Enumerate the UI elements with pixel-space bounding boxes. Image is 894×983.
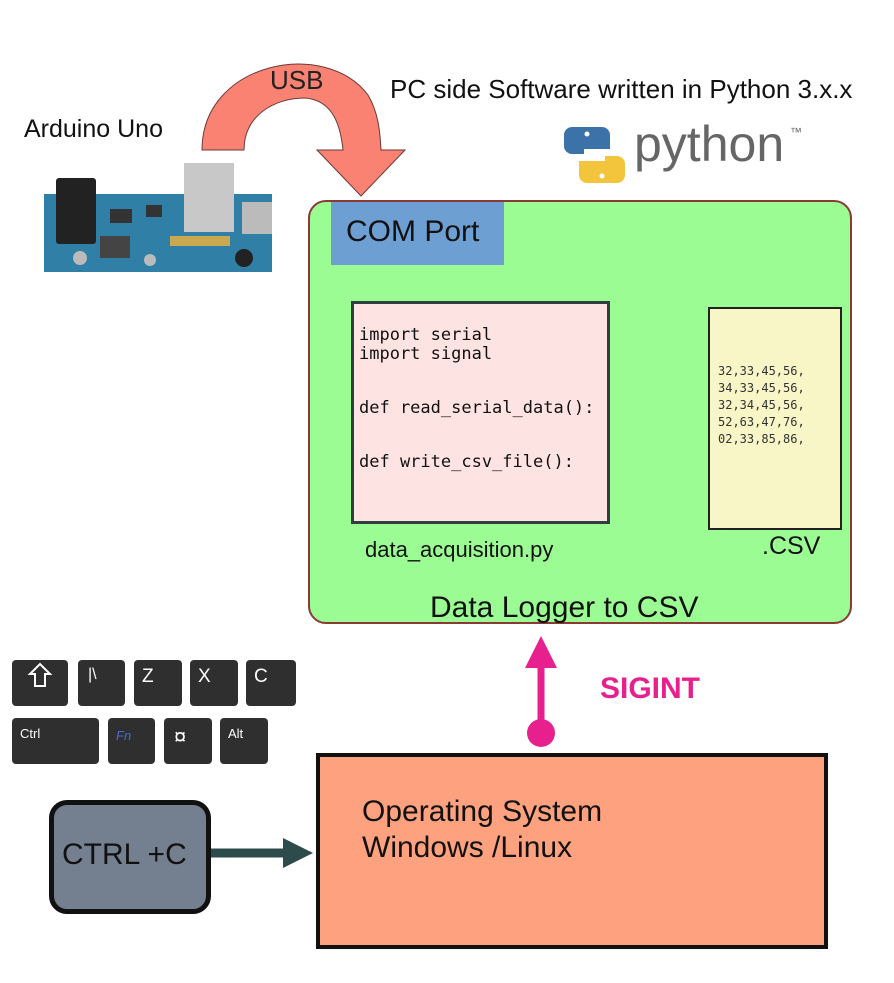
key-x: X (190, 660, 238, 706)
csv-file-panel (708, 307, 842, 530)
script-filename: data_acquisition.py (365, 537, 554, 562)
key-fn: Fn (108, 718, 155, 764)
usb-label: USB (270, 65, 324, 95)
csv-row: 52,63,47,76, (718, 415, 805, 429)
sigint-label: SIGINT (600, 672, 701, 705)
code-panel (351, 301, 610, 524)
com-port-label: COM Port (346, 215, 480, 248)
key-c: C (246, 660, 296, 706)
arduino-label: Arduino Uno (24, 115, 163, 143)
ctrl-c-box (49, 800, 211, 914)
operating-system-box (316, 753, 828, 949)
usb-arrow (201, 63, 407, 197)
python-logo-icon (564, 127, 625, 183)
shift-key-icon (12, 660, 68, 706)
code-line: def read_serial_data(): (359, 398, 595, 418)
python-trademark: ™ (790, 125, 802, 139)
csv-row: 02,33,85,86, (718, 432, 805, 446)
os-title-line2: Windows /Linux (362, 831, 573, 864)
code-line: def write_csv_file(): (359, 452, 574, 472)
arduino-board-image (44, 163, 272, 272)
csv-row: 32,34,45,56, (718, 398, 805, 412)
code-line: import signal (359, 344, 493, 364)
ctrl-c-label: CTRL +C (62, 838, 187, 871)
key-ctrl: Ctrl (12, 718, 99, 764)
code-line: import serial (359, 325, 493, 345)
sigint-arrow (525, 636, 557, 747)
csv-row: 32,33,45,56, (718, 364, 805, 378)
csv-row: 34,33,45,56, (718, 381, 805, 395)
os-title-line1: Operating System (362, 795, 603, 828)
ctrlc-arrow (210, 838, 313, 868)
data-logger-title: Data Logger to CSV (430, 591, 699, 624)
pc-software-caption: PC side Software written in Python 3.x.x (390, 74, 853, 104)
python-wordmark: python (634, 116, 785, 172)
key-super: ¤ (164, 718, 212, 764)
key-backslash: |\ (78, 660, 125, 706)
com-port-box (331, 202, 504, 265)
csv-label: .CSV (762, 532, 821, 560)
key-z: Z (134, 660, 182, 706)
key-alt: Alt (220, 718, 268, 764)
